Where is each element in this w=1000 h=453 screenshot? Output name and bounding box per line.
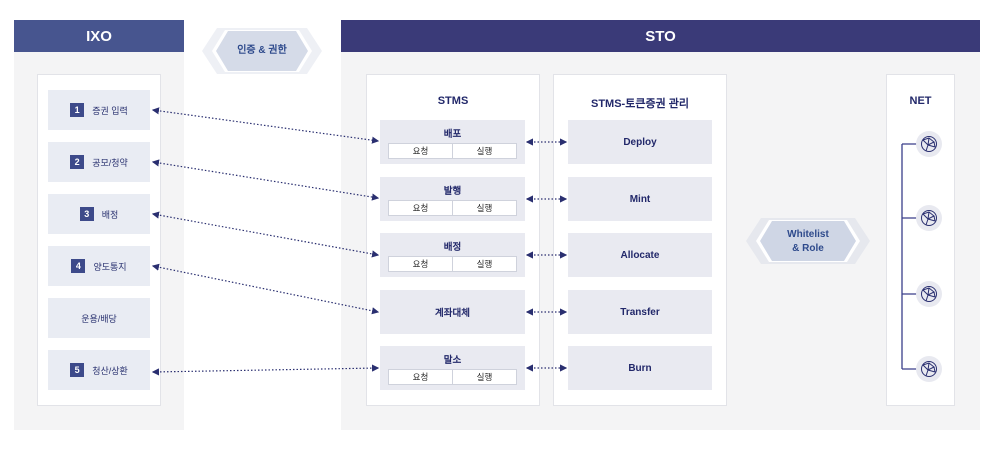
globe-icon <box>916 281 942 307</box>
ixo-item-label: 증권 입력 <box>92 105 128 116</box>
whitelist-line2: & Role <box>792 243 824 254</box>
token-item-mint[interactable]: Mint <box>568 177 712 221</box>
token-item-allocate[interactable]: Allocate <box>568 233 712 277</box>
step-number: 5 <box>70 363 85 377</box>
execute-button[interactable]: 실행 <box>452 201 516 215</box>
request-button[interactable]: 요청 <box>412 259 429 269</box>
token-item-deploy[interactable]: Deploy <box>568 120 712 164</box>
stms-item[interactable]: 계좌대체 <box>380 290 525 334</box>
stms-item-label: 발행 <box>443 186 462 197</box>
ixo-item[interactable]: 3 배정 <box>48 194 150 234</box>
ixo-item-label: 양도통지 <box>93 261 127 272</box>
ixo-item-label: 배정 <box>101 209 119 220</box>
globe-icon <box>916 205 942 231</box>
globe-icon <box>916 356 942 382</box>
stms-item-label: 배정 <box>443 242 462 253</box>
ixo-item[interactable]: 4 양도통지 <box>48 246 150 286</box>
step-number: 4 <box>71 259 86 273</box>
ixo-item-label: 청산/상환 <box>92 365 128 376</box>
token-box: STMS-토큰증권 관리 Deploy Mint Allocate Transf… <box>553 74 727 406</box>
request-button[interactable]: 요청 <box>412 203 429 213</box>
ixo-item-label: 운용/배당 <box>81 313 117 324</box>
stms-item-label: 계좌대체 <box>435 308 470 319</box>
execute-button[interactable]: 실행 <box>452 144 516 158</box>
token-title: STMS-토큰증권 관리 <box>591 98 689 110</box>
ixo-item[interactable]: 2 공모/청약 <box>48 142 150 182</box>
ixo-item[interactable]: 5 청산/상환 <box>48 350 150 390</box>
token-item-transfer[interactable]: Transfer <box>568 290 712 334</box>
execute-button[interactable]: 실행 <box>452 257 516 271</box>
ixo-item-label: 공모/청약 <box>92 157 128 168</box>
stms-item-label: 말소 <box>443 355 462 366</box>
auth-hex-badge <box>202 28 322 74</box>
whitelist-line1: Whitelist <box>787 229 829 240</box>
ixo-box: 1 증권 입력 2 공모/청약 3 배정 4 양도통지 운용/배당 5 청산/상환 <box>37 74 161 406</box>
globe-icon <box>916 131 942 157</box>
step-number: 1 <box>70 103 85 117</box>
token-item-burn[interactable]: Burn <box>568 346 712 390</box>
ixo-header: IXO <box>14 20 184 52</box>
request-button[interactable]: 요청 <box>412 146 429 156</box>
whitelist-badge-label: Whitelist & Role <box>768 228 848 256</box>
execute-button[interactable]: 실행 <box>452 370 516 384</box>
auth-badge-label: 인증 & 권한 <box>237 45 287 56</box>
request-button[interactable]: 요청 <box>412 372 429 382</box>
stms-item-label: 배포 <box>443 129 462 140</box>
step-number: 2 <box>70 155 85 169</box>
whitelist-hex-badge <box>746 218 870 264</box>
net-box: NET <box>886 74 955 406</box>
sto-header: STO <box>341 20 980 52</box>
net-tree-lines <box>901 143 917 370</box>
ixo-item[interactable]: 1 증권 입력 <box>48 90 150 130</box>
stms-title: STMS <box>437 95 469 107</box>
net-title: NET <box>909 95 932 107</box>
ixo-item[interactable]: 운용/배당 <box>48 298 150 338</box>
step-number: 3 <box>79 207 94 221</box>
